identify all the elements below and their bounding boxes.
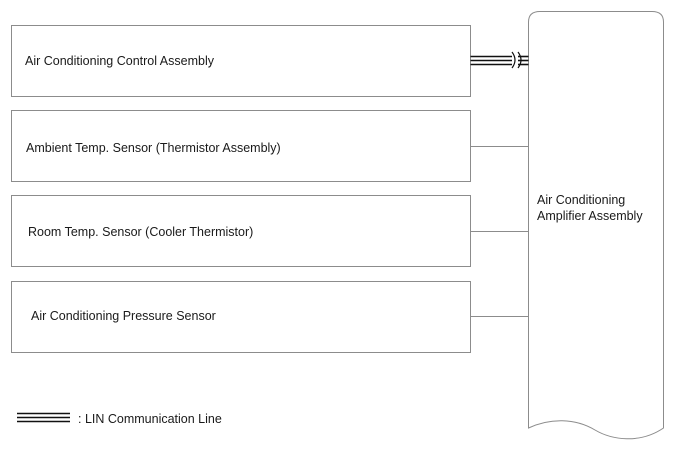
legend: : LIN Communication Line bbox=[17, 412, 222, 426]
pressure-sensor-box: Air Conditioning Pressure Sensor bbox=[11, 281, 471, 353]
pressure-sensor-label: Air Conditioning Pressure Sensor bbox=[31, 309, 216, 323]
room-temp-sensor-box: Room Temp. Sensor (Cooler Thermistor) bbox=[11, 195, 471, 267]
lin-line-legend-label: : LIN Communication Line bbox=[78, 412, 222, 426]
amplifier-assembly-box: Air Conditioning Amplifier Assembly bbox=[528, 11, 664, 440]
ambient-temp-sensor-label: Ambient Temp. Sensor (Thermistor Assembl… bbox=[26, 141, 281, 155]
ac-control-assembly-label: Air Conditioning Control Assembly bbox=[25, 54, 215, 68]
ambient-temp-sensor-box: Ambient Temp. Sensor (Thermistor Assembl… bbox=[11, 110, 471, 182]
amplifier-label-line2: Amplifier Assembly bbox=[537, 209, 643, 223]
amplifier-label-line1: Air Conditioning bbox=[537, 193, 625, 207]
lin-communication-connection bbox=[470, 51, 529, 69]
room-temp-sensor-label: Room Temp. Sensor (Cooler Thermistor) bbox=[28, 225, 253, 239]
ac-control-assembly-box: Air Conditioning Control Assembly bbox=[11, 25, 471, 97]
lin-line-legend-symbol bbox=[17, 412, 70, 423]
